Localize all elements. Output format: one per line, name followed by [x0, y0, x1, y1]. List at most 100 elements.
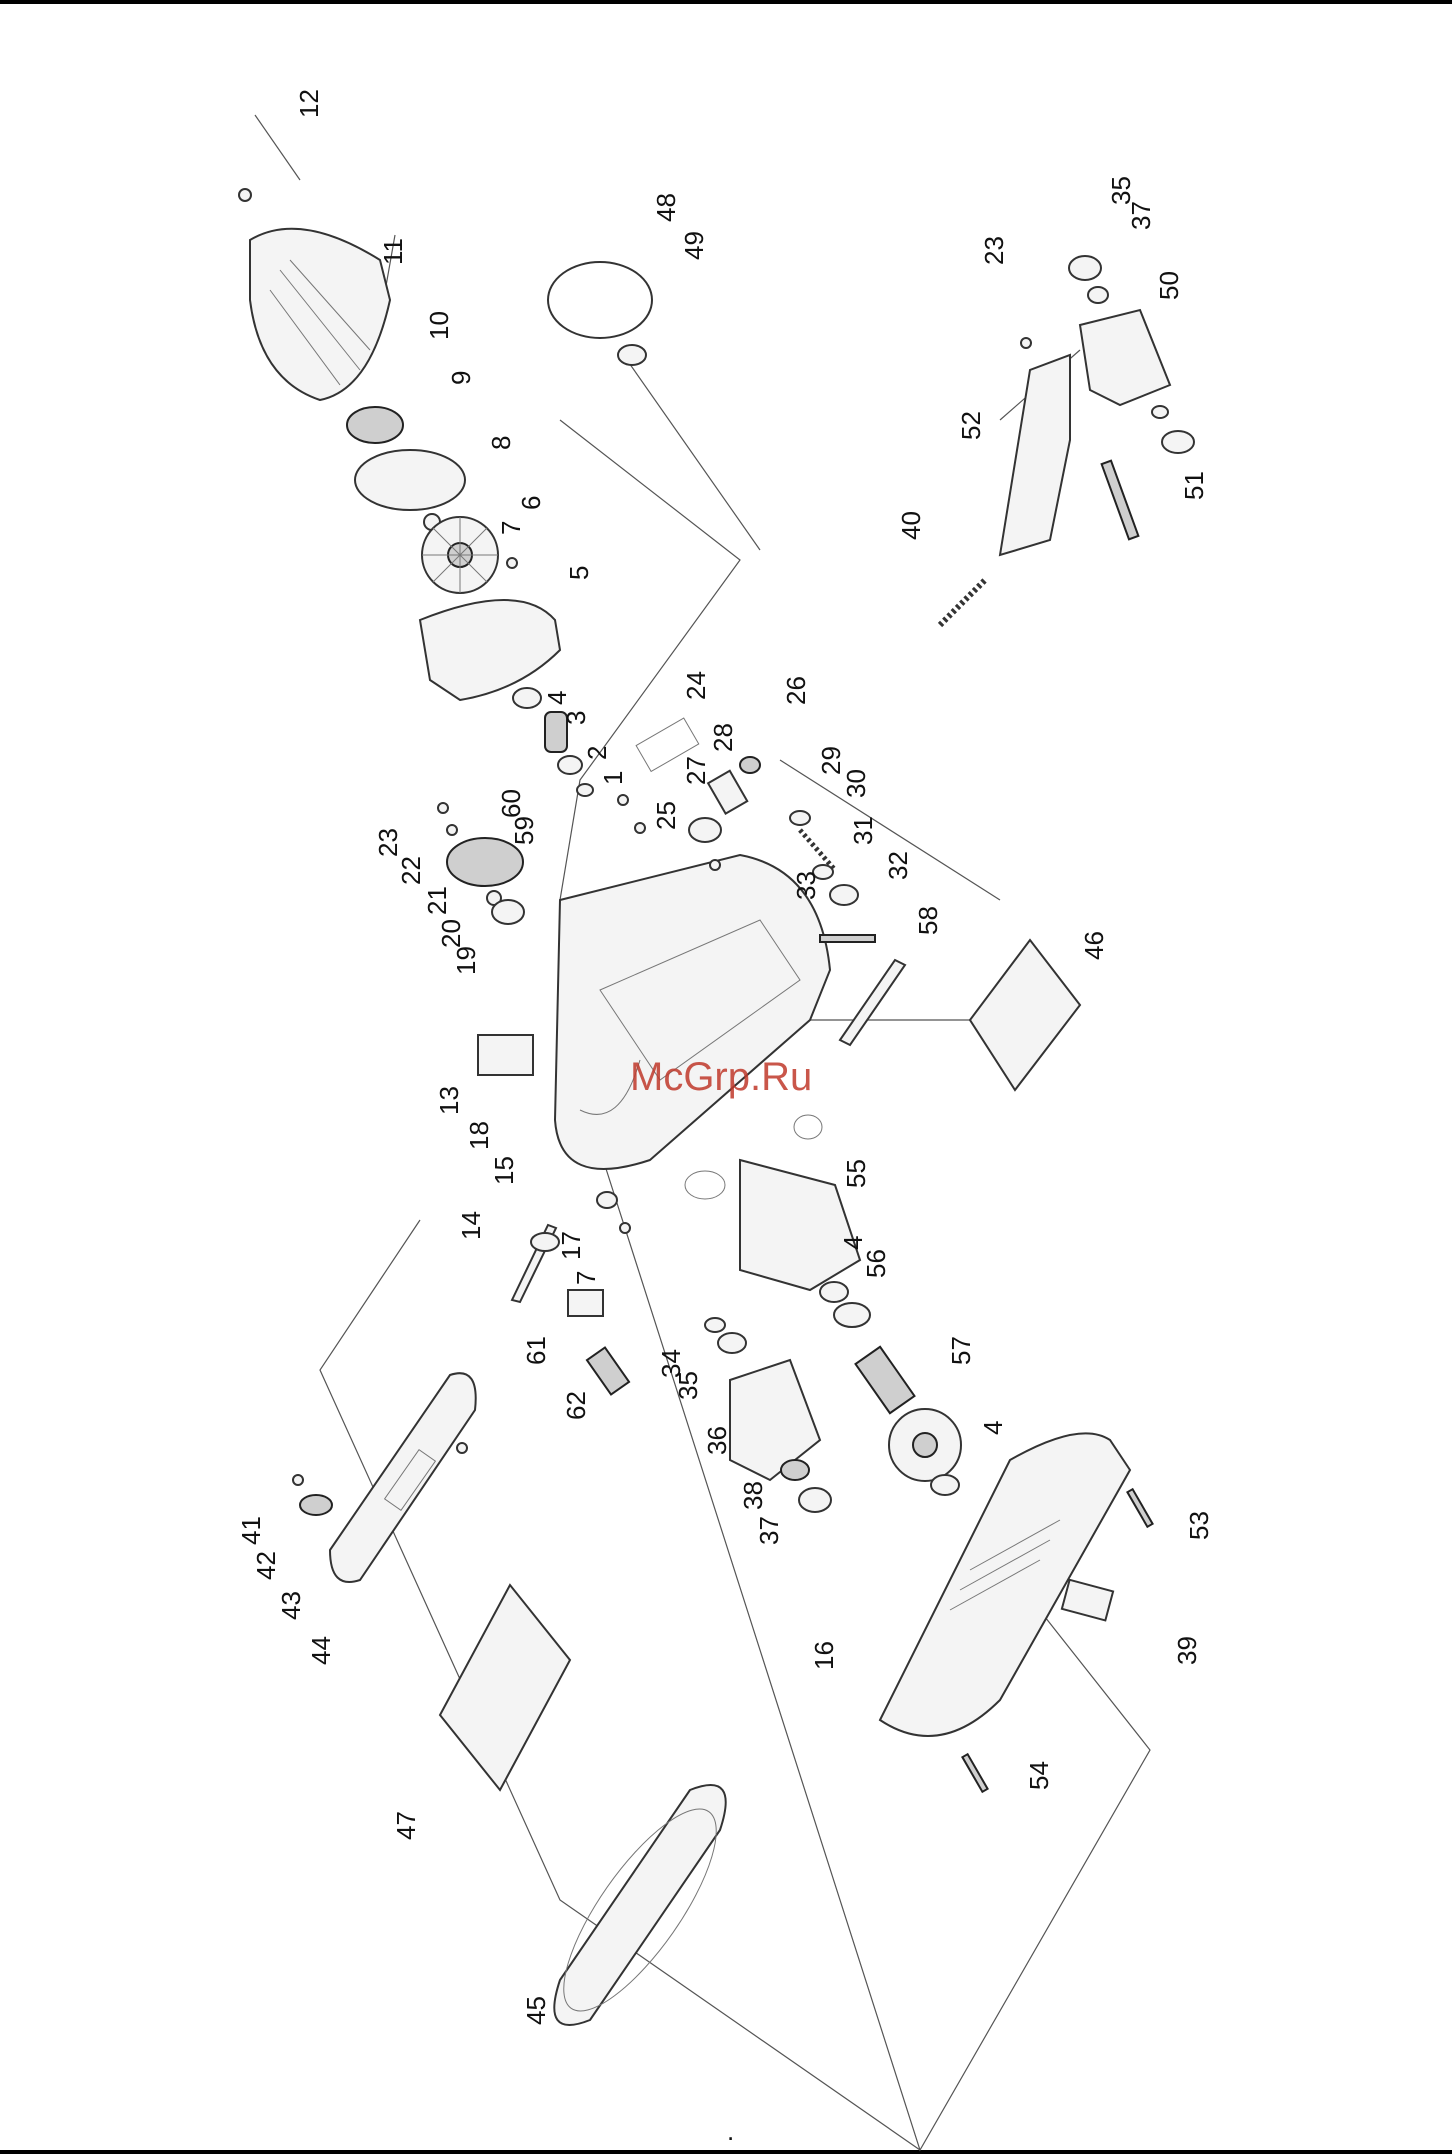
part-label: 4: [978, 1421, 1008, 1435]
watermark-text: McGrp.Ru: [630, 1055, 812, 1099]
part-41-screw: [293, 1475, 303, 1485]
part-4-bearing-armature: [931, 1475, 959, 1495]
part-label: 50: [1154, 271, 1184, 300]
part-label: 56: [861, 1249, 891, 1278]
part-label: 10: [424, 311, 454, 340]
part-5-gear-housing: [420, 600, 560, 700]
part-label: 49: [679, 231, 709, 260]
part-37-bearing: [799, 1488, 831, 1512]
part-label: 6: [516, 496, 546, 510]
part-4-bearing: [513, 688, 541, 708]
part-39-label: [1062, 1580, 1113, 1621]
part-9-disc: [355, 450, 465, 510]
part-label: 62: [561, 1391, 591, 1420]
part-label: 2: [582, 746, 612, 760]
part-61-capacitor: [568, 1290, 603, 1316]
part-label: 54: [1024, 1761, 1054, 1790]
part-48-belt-ring: [548, 262, 652, 338]
part-55-wire-left: [685, 1171, 725, 1199]
part-label: 42: [251, 1551, 281, 1580]
part-35b-bearing: [1069, 256, 1101, 280]
part-label: 7: [496, 521, 526, 535]
part-6-fan: [422, 517, 498, 593]
part-36-roller: [730, 1360, 820, 1480]
part-18-main-housing: [555, 855, 830, 1169]
part-label: 23: [373, 828, 403, 857]
part-label: 58: [913, 906, 943, 935]
part-label: 32: [883, 851, 913, 880]
part-label: 47: [391, 1811, 421, 1840]
part-50-end-bearing: [1162, 431, 1194, 453]
part-label: 15: [489, 1156, 519, 1185]
part-label: 45: [521, 1996, 551, 2025]
part-29-cap: [790, 811, 810, 825]
part-label: 34: [656, 1349, 686, 1378]
part-label: 60: [496, 789, 526, 818]
part-label: 3: [561, 711, 591, 725]
part-label: 40: [896, 511, 926, 540]
part-label: 57: [946, 1336, 976, 1365]
part-label: 51: [1179, 471, 1209, 500]
part-label: 14: [456, 1211, 486, 1240]
part-50-end-washer: [1152, 406, 1168, 418]
part-label: 30: [841, 769, 871, 798]
part-label: 19: [451, 946, 481, 975]
part-62-brush: [587, 1347, 629, 1394]
part-label: 61: [521, 1336, 551, 1365]
part-11-cover: [250, 229, 390, 400]
part-label: 36: [702, 1426, 732, 1455]
part-10-pulley: [347, 407, 403, 443]
part-42-knob: [300, 1495, 332, 1515]
part-label: 23: [979, 236, 1009, 265]
part-26-pin: [710, 860, 720, 870]
part-label: 24: [681, 671, 711, 700]
part-47-platen: [440, 1585, 570, 1790]
part-22-pin: [447, 825, 457, 835]
part-7-screw: [507, 558, 517, 568]
part-23-clip: [438, 803, 448, 813]
part-17-clip: [597, 1192, 617, 1208]
part-52-tension-arm: [1000, 355, 1070, 555]
part-label: 11: [378, 238, 408, 265]
part-1-washer: [577, 784, 593, 796]
part-49-pulley: [618, 345, 646, 365]
part-label: 37: [1126, 201, 1156, 230]
part-label: 52: [956, 411, 986, 440]
part-45-sanding-belt: [538, 1785, 741, 2031]
part-label: 33: [791, 871, 821, 900]
part-label: 44: [306, 1636, 336, 1665]
page-dot: .: [727, 2116, 734, 2146]
part-label: 41: [236, 1516, 266, 1545]
part-label: 9: [446, 371, 476, 385]
part-label: 39: [1172, 1636, 1202, 1665]
part-32-pin: [820, 935, 875, 942]
part-label: 48: [651, 193, 681, 222]
part-label: 7: [571, 1271, 601, 1285]
part-57-armature: [856, 1347, 961, 1481]
part-27-cam: [708, 771, 747, 814]
part-label: 28: [708, 723, 738, 752]
part-label: 13: [434, 1086, 464, 1115]
part-label: 5: [564, 566, 594, 580]
part-38-insert: [781, 1460, 809, 1480]
part-label: 38: [738, 1481, 768, 1510]
part-label: 21: [422, 886, 452, 915]
part-30-spring: [800, 830, 835, 870]
part-35-bearing: [718, 1333, 746, 1353]
part-56-washer: [834, 1303, 870, 1327]
part-40-spring: [940, 580, 985, 625]
part-12-screw: [239, 189, 251, 201]
part-53-screw: [1127, 1489, 1152, 1527]
part-2-bearing: [558, 756, 582, 774]
part-28-knob: [740, 757, 760, 773]
part-25-gear: [689, 818, 721, 842]
part-33-bearing: [830, 885, 858, 905]
part-7b-screw: [620, 1223, 630, 1233]
part-55-wire-right: [794, 1115, 822, 1139]
part-label: 43: [276, 1591, 306, 1620]
part-label: 26: [781, 676, 811, 705]
part-label: 25: [651, 801, 681, 830]
part-label: 46: [1079, 931, 1109, 960]
part-59-washer: [635, 823, 645, 833]
